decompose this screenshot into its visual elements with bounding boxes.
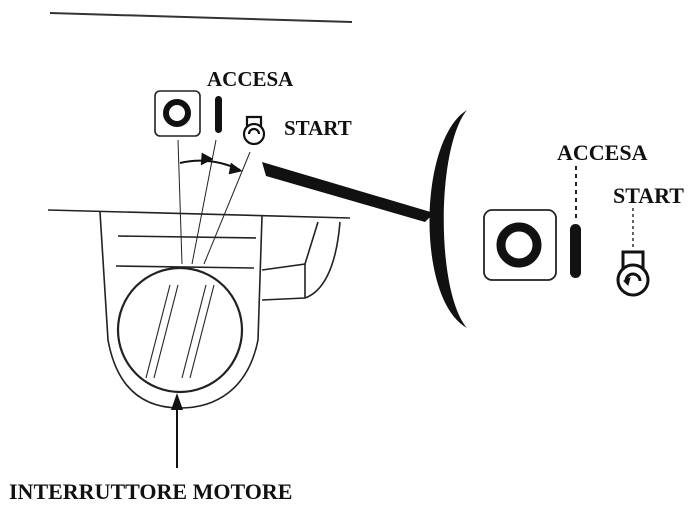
steering-column-housing xyxy=(47,209,351,409)
rotation-arrow xyxy=(179,152,243,175)
power-ring-icon xyxy=(483,209,557,281)
power-ring-icon xyxy=(154,90,201,137)
on-bar-icon xyxy=(570,224,581,278)
large-start-label: START xyxy=(613,183,684,208)
position-guide-lines xyxy=(177,139,251,265)
small-start-label: START xyxy=(284,116,352,140)
switch-name-label: INTERRUTTORE MOTORE xyxy=(9,479,292,504)
magnifier-arc xyxy=(429,110,467,328)
switch-callout-arrow xyxy=(171,393,183,468)
large-on-label: ACCESA xyxy=(557,140,648,165)
dashboard-top-line xyxy=(49,12,353,23)
small-on-label: ACCESA xyxy=(207,67,294,91)
on-bar-icon xyxy=(215,96,222,133)
key-cylinder xyxy=(116,266,244,394)
magnifier-pointer xyxy=(262,162,434,222)
engine-start-icon xyxy=(616,250,650,297)
engine-start-icon xyxy=(242,115,266,146)
